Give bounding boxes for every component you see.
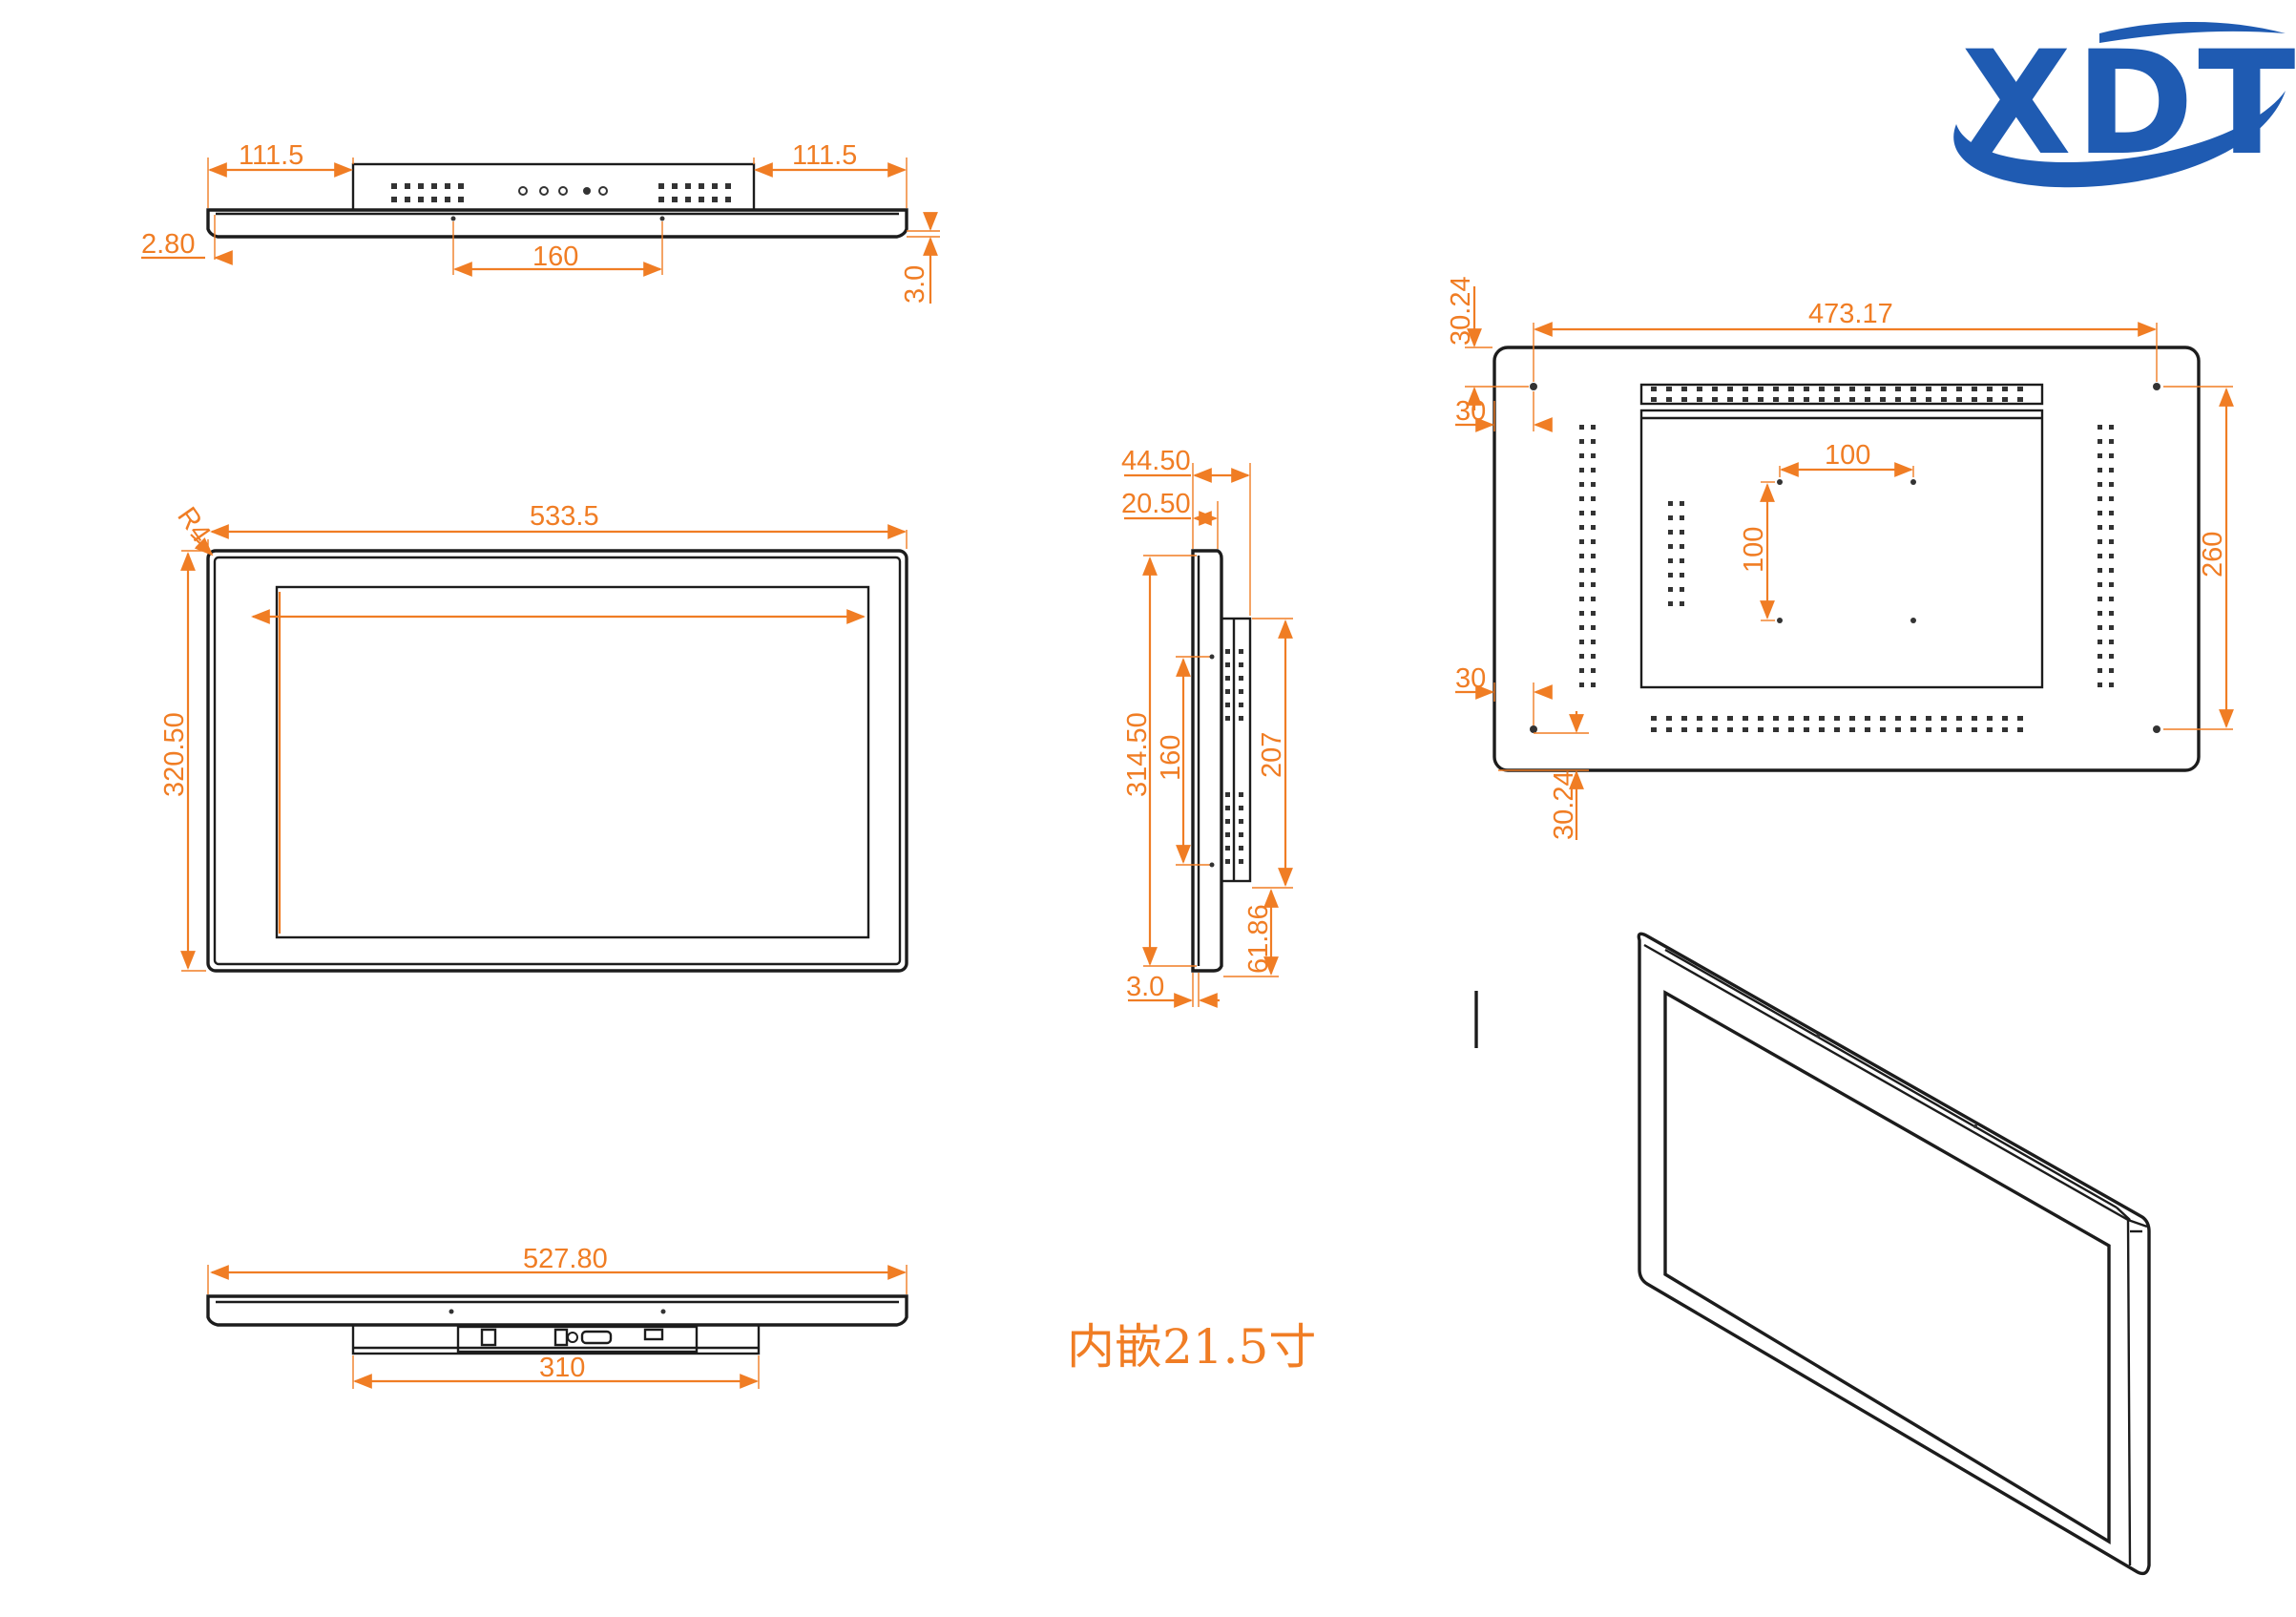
isometric-view [1637,932,2151,1576]
bottom-view: 527.80 310 [206,1244,908,1389]
xdt-logo: XDT [1953,21,2296,188]
top-right-offset-label: 111.5 [792,140,857,171]
back-top-margin-label: 30.24 [1446,276,1476,346]
top-left-offset-label: 111.5 [239,140,303,171]
side-glass-label: 3.0 [1126,972,1164,1002]
back-hole-span-x-label: 473.17 [1808,299,1893,329]
side-mount-spacing-label: 160 [1156,735,1186,781]
bottom-width-label: 527.80 [523,1244,608,1274]
side-bracket-depth-label: 20.50 [1121,489,1191,519]
back-hole-span-y-label: 260 [2198,532,2228,578]
top-mount-spacing-label: 160 [532,242,578,272]
bottom-bracket-width-label: 310 [539,1353,585,1383]
back-bottom-margin-label: 30.24 [1549,770,1579,840]
back-vent-holes [1579,387,2114,732]
front-height-label: 320.50 [159,712,190,797]
back-left-bottom-label: 30 [1455,663,1486,694]
side-vent-holes [1225,649,1243,864]
logo-text: XDT [1961,21,2296,187]
side-view: 44.50 20.50 314.50 160 207 61.86 3.0 [1121,446,1293,1008]
front-width-label: 533.5 [530,501,599,532]
top-glass-label: 3.0 [900,265,930,304]
side-bracket-height-label: 207 [1257,732,1287,778]
drawing-caption: 内嵌21.5寸 [1067,1319,1316,1375]
back-view: 473.17 30.24 30 260 100 100 30 30.24 [1446,276,2234,840]
top-bezel-label: 2.80 [141,229,195,260]
front-corner-radius-label: R4 [171,502,216,549]
front-view: 533.5 320.50 R4 [159,501,908,973]
top-vent-holes [391,183,731,202]
side-bottom-offset-label: 61.86 [1243,904,1274,974]
side-total-depth-label: 44.50 [1121,446,1191,476]
back-vesa-y-label: 100 [1739,527,1769,573]
top-view: 111.5 111.5 160 2.80 3.0 [141,140,940,304]
back-left-top-label: 30 [1455,396,1486,427]
back-vesa-x-label: 100 [1825,440,1870,471]
side-panel-height-label: 314.50 [1122,712,1153,797]
